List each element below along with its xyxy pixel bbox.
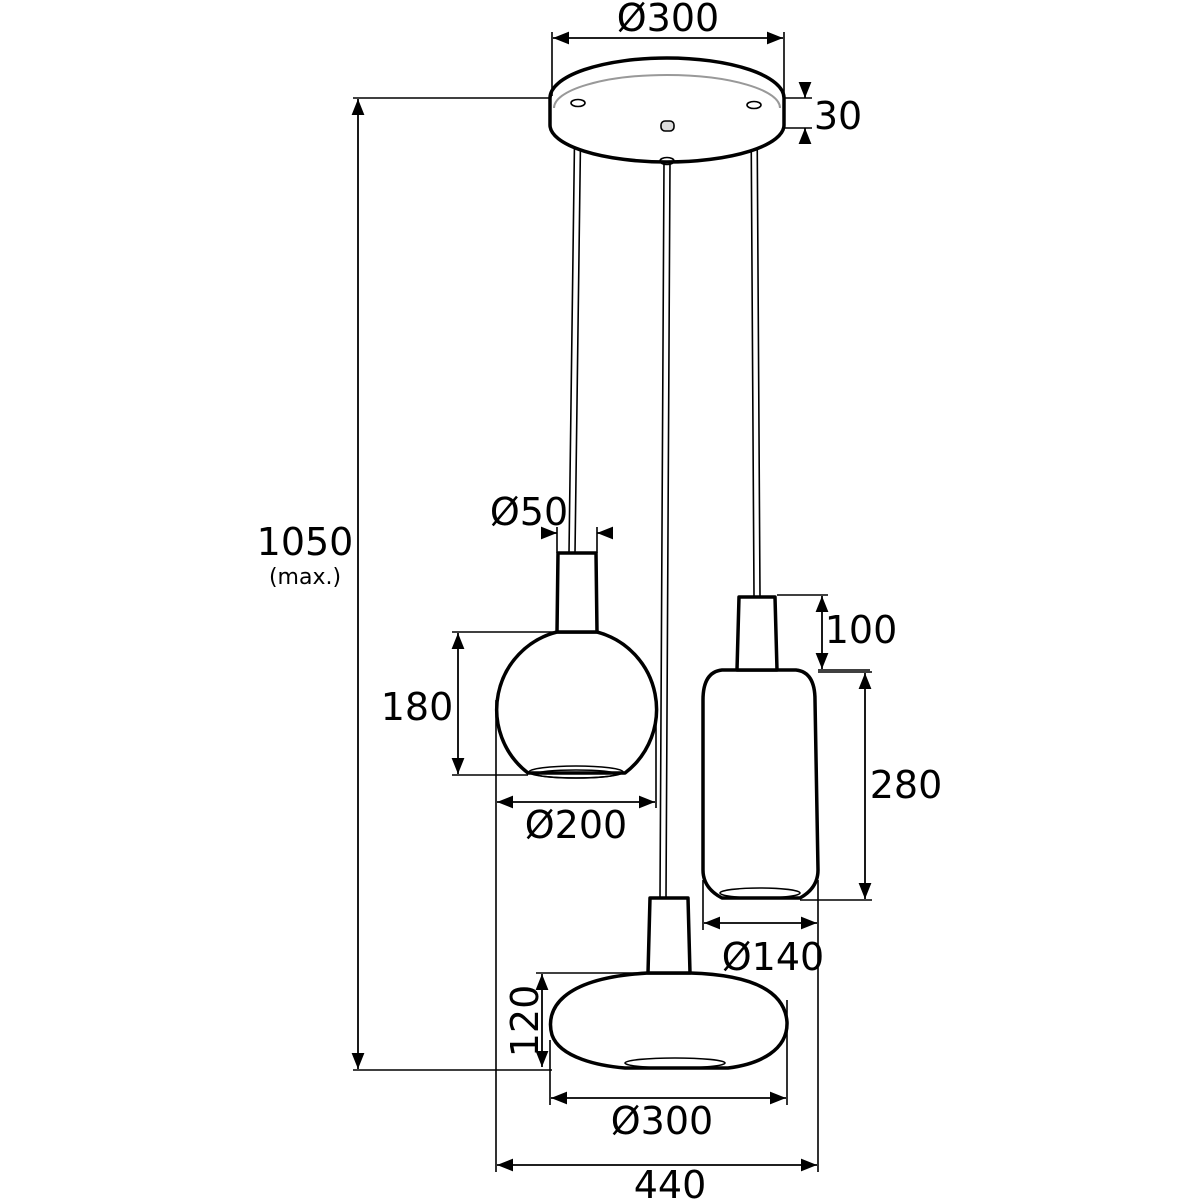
globe-diameter-label: Ø200 [525, 803, 627, 847]
cylinder-diameter-label: Ø140 [722, 935, 824, 979]
total-height-note: (max.) [269, 565, 341, 590]
neck-diameter-label: Ø50 [490, 490, 568, 534]
cylinder-height-label: 280 [870, 763, 943, 807]
dimension-labels: Ø300 30 1050 (max.) Ø50 180 Ø200 100 280… [257, 0, 943, 1200]
globe-lamp [494, 551, 659, 779]
cylinder-lamp [701, 595, 820, 900]
saucer-diameter-label: Ø300 [611, 1099, 713, 1143]
extension-lines [353, 32, 872, 1172]
saucer-height-label: 120 [503, 985, 547, 1058]
cable-right [750, 106, 761, 597]
dimension-lines [351, 31, 872, 1172]
canopy-center-screw-icon [660, 120, 675, 132]
canopy [548, 56, 786, 166]
overall-width-label: 440 [634, 1163, 707, 1200]
saucer-lamp [548, 896, 789, 1070]
canopy-diameter-label: Ø300 [617, 0, 719, 40]
cable-middle [659, 161, 671, 899]
cables [568, 104, 761, 899]
cylinder-neck-height-label: 100 [825, 608, 898, 652]
cable-left [568, 104, 582, 554]
total-height-label: 1050 [257, 520, 354, 564]
canopy-height-label: 30 [814, 94, 862, 138]
globe-height-label: 180 [381, 685, 454, 729]
